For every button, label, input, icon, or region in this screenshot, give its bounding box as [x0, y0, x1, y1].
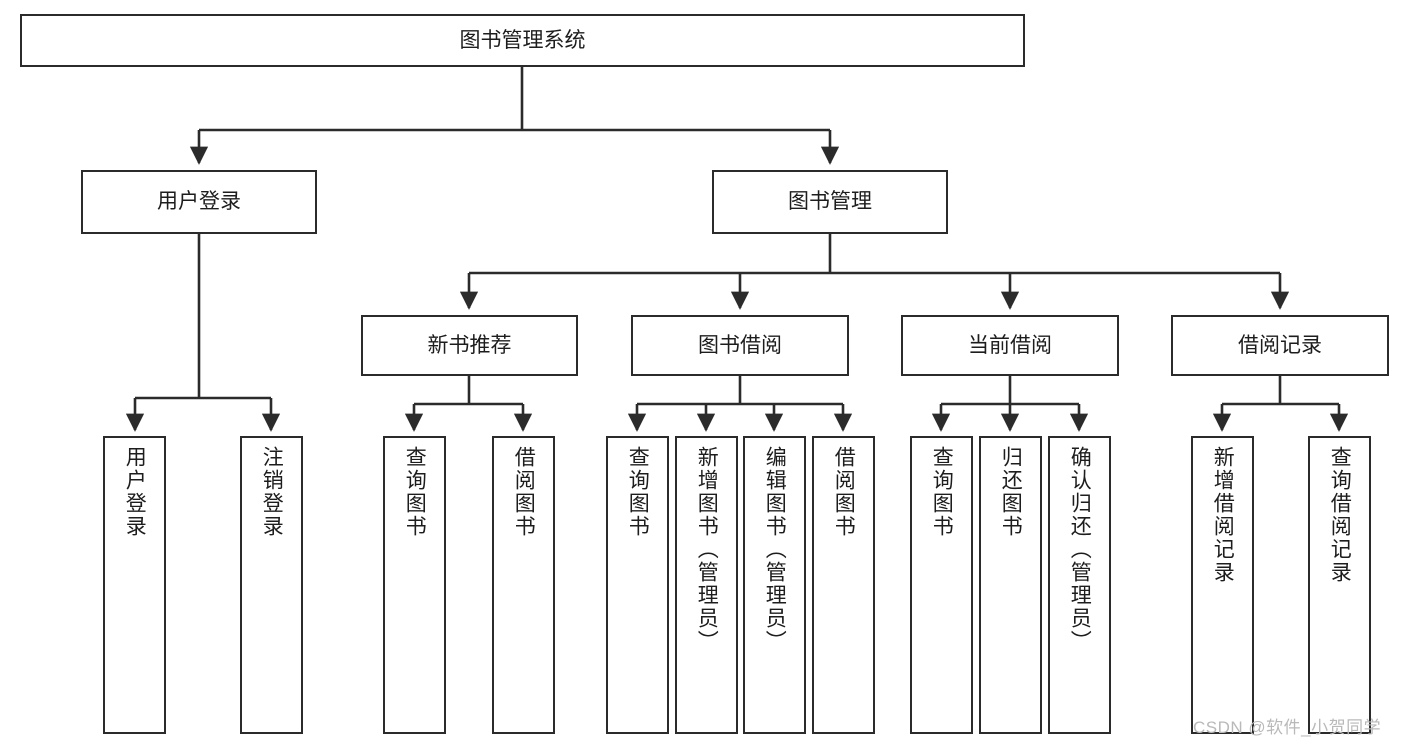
leaf-book-borrow-add[interactable]: 新增图书（管理员） — [675, 436, 738, 734]
leaf-book-borrow-query[interactable]: 查询图书 — [606, 436, 669, 734]
leaf-current-borrow-return[interactable]: 归还图书 — [979, 436, 1042, 734]
node-book-management-label: 图书管理 — [788, 190, 872, 214]
node-current-borrow[interactable]: 当前借阅 — [901, 315, 1119, 376]
node-new-book-recommend[interactable]: 新书推荐 — [361, 315, 578, 376]
node-book-borrow[interactable]: 图书借阅 — [631, 315, 849, 376]
leaf-current-borrow-return-label: 归还图书 — [999, 446, 1023, 538]
leaf-current-borrow-confirm[interactable]: 确认归还（管理员） — [1048, 436, 1111, 734]
leaf-new-book-borrow[interactable]: 借阅图书 — [492, 436, 555, 734]
node-book-borrow-label: 图书借阅 — [698, 333, 782, 357]
node-user-login-label: 用户登录 — [157, 190, 241, 214]
csdn-watermark: CSDN @软件_小贺同学 — [1193, 718, 1382, 737]
leaf-borrow-record-add-label: 新增借阅记录 — [1211, 446, 1235, 584]
leaf-borrow-record-query[interactable]: 查询借阅记录 — [1308, 436, 1371, 734]
leaf-user-login-logout[interactable]: 注销登录 — [240, 436, 303, 734]
leaf-borrow-record-query-label: 查询借阅记录 — [1328, 446, 1352, 584]
leaf-book-borrow-borrow[interactable]: 借阅图书 — [812, 436, 875, 734]
node-current-borrow-label: 当前借阅 — [968, 333, 1052, 357]
leaf-current-borrow-confirm-label: 确认归还（管理员） — [1068, 446, 1092, 653]
leaf-book-borrow-edit-label: 编辑图书（管理员） — [763, 446, 787, 653]
leaf-new-book-query[interactable]: 查询图书 — [383, 436, 446, 734]
node-book-management[interactable]: 图书管理 — [712, 170, 948, 234]
node-user-login[interactable]: 用户登录 — [81, 170, 317, 234]
node-borrow-record[interactable]: 借阅记录 — [1171, 315, 1389, 376]
node-root-label: 图书管理系统 — [459, 28, 586, 52]
node-borrow-record-label: 借阅记录 — [1238, 333, 1322, 357]
leaf-book-borrow-add-label: 新增图书（管理员） — [695, 446, 719, 653]
leaf-user-login-login-label: 用户登录 — [123, 446, 147, 538]
leaf-new-book-query-label: 查询图书 — [403, 446, 427, 538]
leaf-user-login-login[interactable]: 用户登录 — [103, 436, 166, 734]
leaf-new-book-borrow-label: 借阅图书 — [512, 446, 536, 538]
node-root[interactable]: 图书管理系统 — [20, 14, 1025, 67]
leaf-current-borrow-query-label: 查询图书 — [930, 446, 954, 538]
leaf-user-login-logout-label: 注销登录 — [260, 446, 284, 538]
node-new-book-recommend-label: 新书推荐 — [427, 333, 512, 357]
leaf-current-borrow-query[interactable]: 查询图书 — [910, 436, 973, 734]
leaf-book-borrow-borrow-label: 借阅图书 — [832, 446, 856, 538]
leaf-book-borrow-edit[interactable]: 编辑图书（管理员） — [743, 436, 806, 734]
leaf-book-borrow-query-label: 查询图书 — [626, 446, 650, 538]
leaf-borrow-record-add[interactable]: 新增借阅记录 — [1191, 436, 1254, 734]
